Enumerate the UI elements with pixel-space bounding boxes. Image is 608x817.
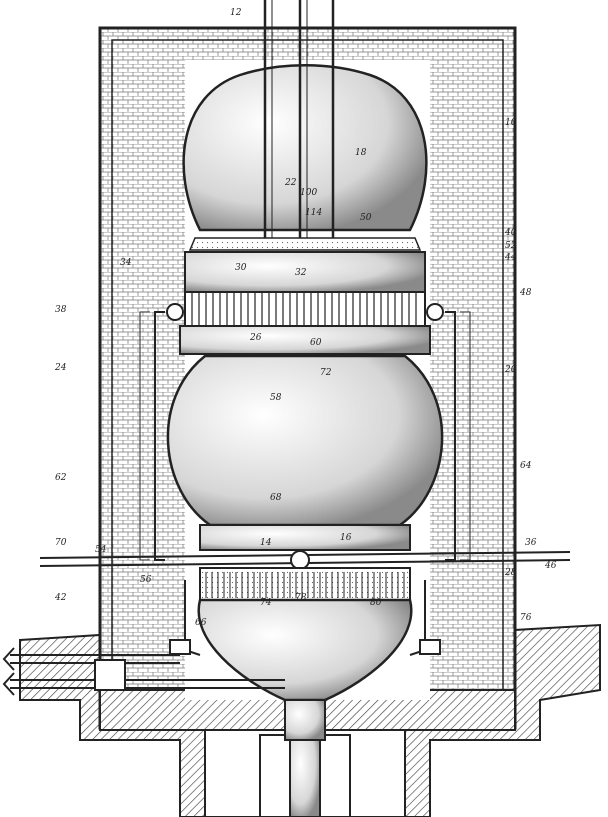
reference-numeral: 24 — [54, 363, 67, 373]
reference-numeral: 22 — [284, 178, 297, 188]
reference-numeral: 114 — [305, 208, 322, 218]
reference-numeral: 16 — [340, 533, 352, 543]
reference-numeral: 78 — [295, 593, 307, 603]
cross-pipe — [39, 550, 571, 570]
reference-numeral: 12 — [230, 8, 242, 18]
reference-numeral: 74 — [260, 598, 272, 608]
reference-numeral: 60 — [310, 338, 322, 348]
reference-numeral: 68 — [270, 493, 282, 503]
reference-numeral: 66 — [195, 618, 207, 628]
reference-numeral: 46 — [544, 561, 557, 571]
upper-dome — [182, 64, 428, 251]
reference-numeral: 64 — [520, 461, 532, 471]
reference-numeral: 36 — [525, 538, 537, 548]
reference-numeral: 48 — [519, 288, 532, 298]
reference-numeral: 10 — [505, 118, 517, 128]
reference-numeral: 26 — [249, 333, 262, 343]
top-pipes — [263, 0, 335, 238]
reference-numeral: 62 — [55, 473, 67, 483]
reference-numeral: 18 — [355, 148, 367, 158]
side-connectors — [139, 303, 471, 561]
reference-numeral: 14 — [260, 538, 272, 548]
vessel-supports — [169, 580, 441, 656]
reference-numeral: 32 — [295, 268, 307, 278]
reference-numeral: 70 — [55, 538, 67, 548]
lower-chamber — [197, 567, 413, 741]
reference-numeral: 54 — [95, 545, 107, 555]
reference-numeral: 72 — [320, 368, 332, 378]
reference-numeral: 58 — [270, 393, 282, 403]
reference-numeral: 52 — [505, 241, 517, 251]
reference-numeral: 44 — [504, 253, 517, 263]
tube-bank — [179, 251, 431, 355]
reference-numeral: 20 — [504, 365, 517, 375]
reference-numeral: 40 — [504, 228, 517, 238]
reference-numeral: 100 — [300, 188, 317, 198]
reference-numeral: 76 — [520, 613, 532, 623]
reference-numeral: 42 — [54, 593, 67, 603]
reference-numeral: 80 — [370, 598, 382, 608]
reference-numeral: 28 — [504, 568, 517, 578]
reference-numeral: 38 — [55, 305, 67, 315]
reference-numeral: 50 — [360, 213, 372, 223]
inlet-pipes — [2, 647, 285, 696]
central-chamber — [166, 354, 444, 551]
reference-numeral: 34 — [120, 258, 132, 268]
reference-numeral: 56 — [140, 575, 152, 585]
reference-numeral: 30 — [235, 263, 247, 273]
